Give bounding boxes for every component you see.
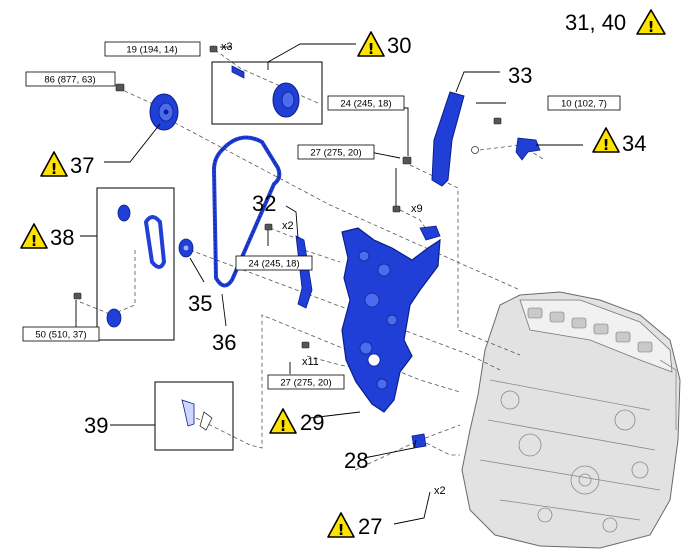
part-38-oil-pump-chain-set <box>106 204 167 328</box>
torque-spec-27-upper: 27 (275, 20) <box>297 144 375 160</box>
torque-text-24-lower: 24 (245, 18) <box>248 259 299 270</box>
svg-text:!: ! <box>338 521 345 539</box>
callout-28: 28 <box>344 448 368 473</box>
callout-32: 32 <box>252 191 276 216</box>
torque-text-24-upper: 24 (245, 18) <box>340 99 391 110</box>
part-35-crankshaft-sprocket <box>178 238 194 258</box>
warning-triangle-icon: ! <box>40 151 68 178</box>
part-37-camshaft-timing-gear <box>149 93 179 131</box>
torque-text-19: 19 (194, 14) <box>126 45 177 56</box>
part-29-timing-chain-cover <box>341 225 441 413</box>
bolt-86 <box>115 83 125 92</box>
warning-triangle-icon: ! <box>20 223 48 250</box>
torque-text-86: 86 (877, 63) <box>44 75 95 86</box>
svg-text:!: ! <box>31 232 38 250</box>
callout-33: 33 <box>508 63 532 88</box>
svg-text:!: ! <box>603 136 610 154</box>
warning-triangle-icon: ! <box>636 9 666 36</box>
torque-spec-50: 50 (510, 37) <box>22 326 100 342</box>
callout-36: 36 <box>212 330 236 355</box>
bolts <box>73 45 502 349</box>
callout-39: 39 <box>84 413 108 438</box>
callout-30: 30 <box>387 33 411 58</box>
bolt-24-upper <box>402 156 412 165</box>
quantity-x9: x9 <box>411 203 423 215</box>
bolt-19 <box>209 45 218 53</box>
quantity-x2-bottom: x2 <box>434 485 446 497</box>
quantity-x3: x3 <box>221 41 233 53</box>
svg-text:!: ! <box>280 417 287 435</box>
engine-block <box>461 291 681 549</box>
part-33-chain-tensioner-slipper <box>431 91 465 187</box>
part-34-chain-tensioner <box>471 137 541 161</box>
svg-text:!: ! <box>368 40 375 58</box>
bolt-50 <box>73 292 82 300</box>
torque-spec-10: 10 (102, 7) <box>547 95 621 111</box>
svg-text:!: ! <box>648 18 655 36</box>
subassembly-frames <box>96 61 323 451</box>
warning-triangle-icon: ! <box>357 31 385 58</box>
torque-spec-86: 86 (877, 63) <box>25 71 116 87</box>
callout-34: 34 <box>622 131 646 156</box>
torque-text-50: 50 (510, 37) <box>35 330 86 341</box>
svg-text:!: ! <box>51 160 58 178</box>
bolt-27-upper <box>392 205 401 213</box>
warning-triangle-icon: ! <box>269 408 297 435</box>
part-28-oil-seal-plug <box>411 433 427 449</box>
quantity-x2-damper: x2 <box>282 220 294 232</box>
torque-spec-19: 19 (194, 14) <box>104 41 201 57</box>
bolt-24-lower <box>264 223 273 231</box>
part-32-chain-damper <box>295 235 313 309</box>
callout-37: 37 <box>70 153 94 178</box>
callout-31-40: 31, 40 <box>565 10 626 35</box>
callout-27: 27 <box>358 514 382 539</box>
bolt-10 <box>493 117 502 125</box>
torque-spec-24-lower: 24 (245, 18) <box>235 255 313 271</box>
callout-29: 29 <box>300 410 324 435</box>
torque-text-27-upper: 27 (275, 20) <box>310 148 361 159</box>
part-39-chain-tensioner-arm <box>181 399 213 431</box>
callout-35: 35 <box>188 291 212 316</box>
torque-spec-27-lower: 27 (275, 20) <box>267 374 345 390</box>
torque-text-27-lower: 27 (275, 20) <box>280 378 331 389</box>
bolt-27-lower <box>301 341 310 349</box>
warning-triangle-icon: ! <box>592 127 620 154</box>
quantity-x11: x11 <box>302 356 319 368</box>
torque-text-10: 10 (102, 7) <box>561 99 607 110</box>
torque-spec-24-upper: 24 (245, 18) <box>327 95 405 111</box>
part-30-camshaft-gear-assembly <box>231 65 300 118</box>
callout-38: 38 <box>50 225 74 250</box>
warning-triangle-icon: ! <box>327 512 355 539</box>
part-36-timing-chain <box>211 135 282 288</box>
